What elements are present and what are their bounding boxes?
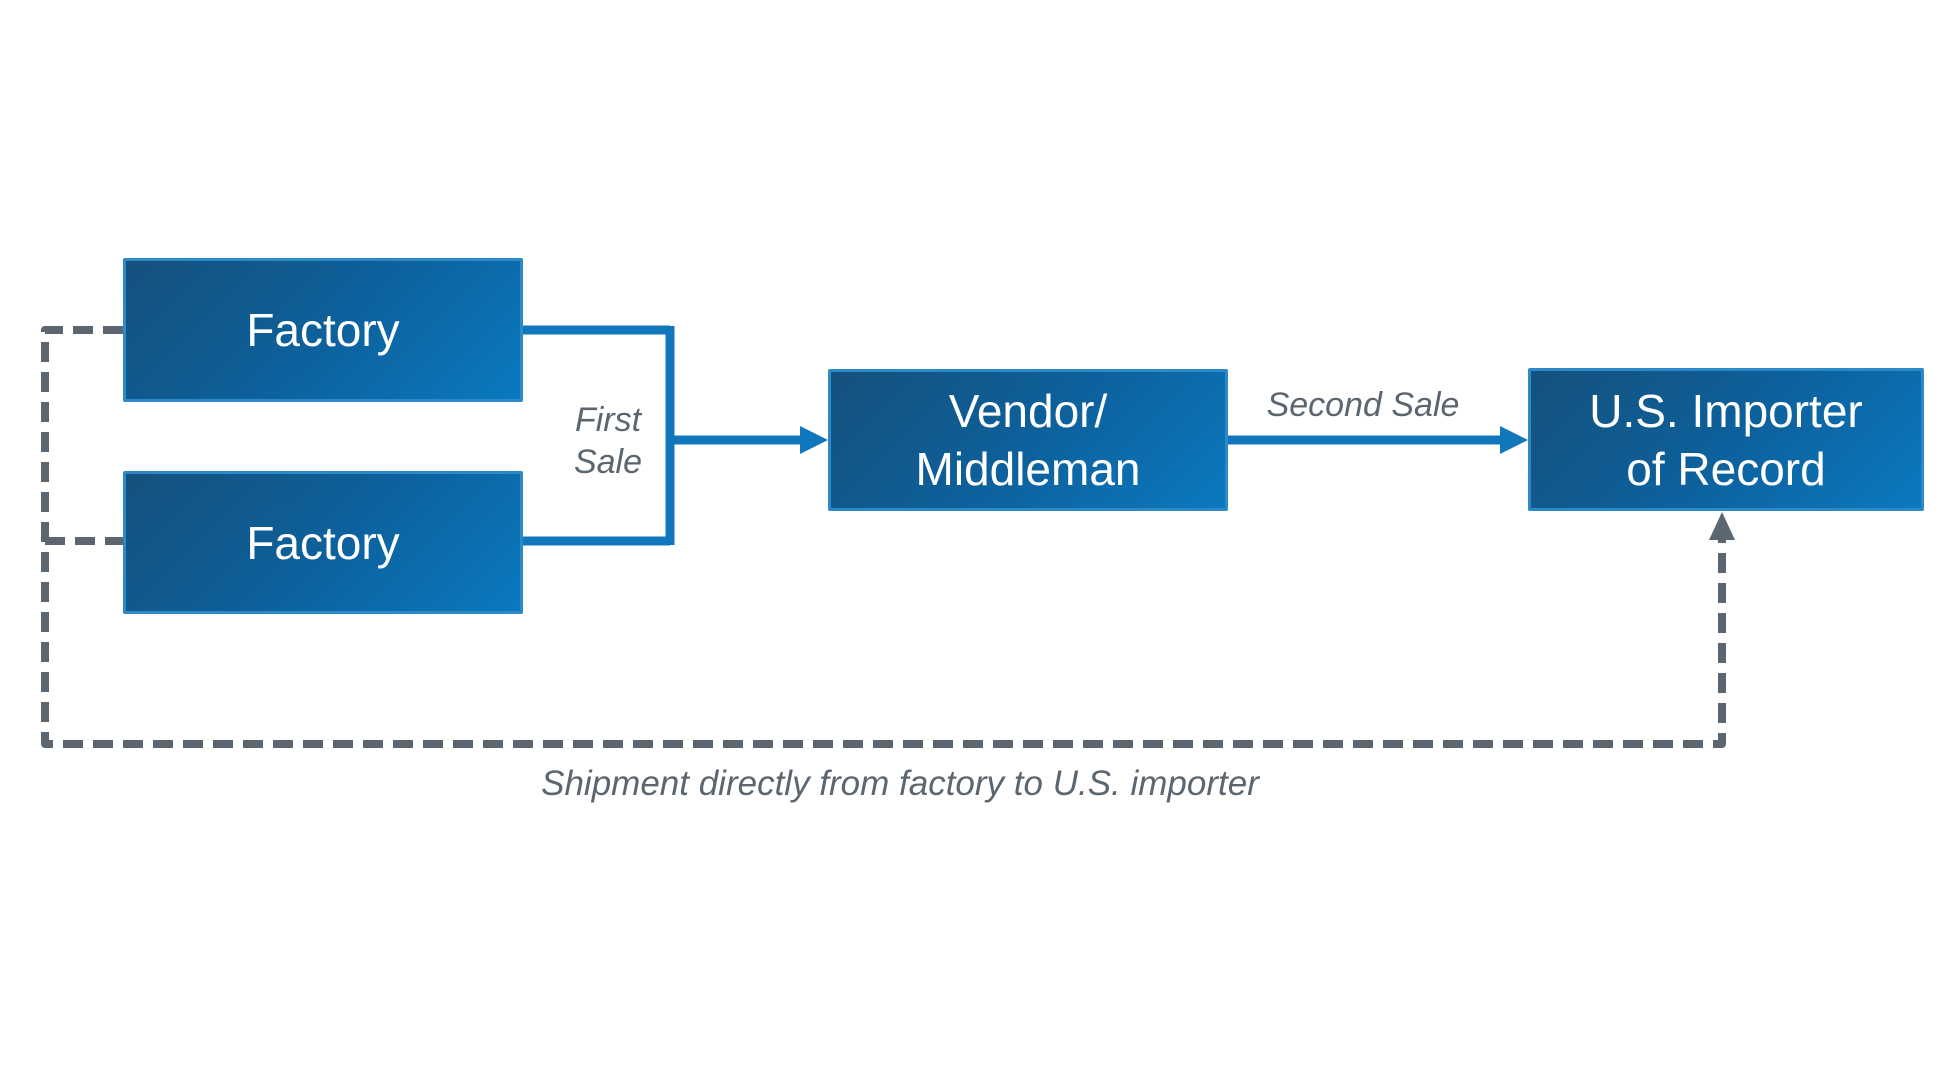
second-sale-arrowhead-icon bbox=[1500, 426, 1528, 454]
node-importer-label-line1: U.S. Importer bbox=[1589, 384, 1863, 437]
shipment-caption: Shipment directly from factory to U.S. i… bbox=[541, 764, 1259, 803]
node-factory-bottom-label: Factory bbox=[246, 516, 400, 569]
first-sale-label: First Sale bbox=[518, 399, 698, 483]
node-vendor-label-line1: Vendor/ bbox=[948, 385, 1108, 437]
first-sale-arrowhead-icon bbox=[800, 426, 828, 454]
node-factory-bottom: Factory bbox=[123, 471, 523, 614]
shipment-dashed-route bbox=[41, 326, 1726, 748]
node-vendor-middleman: Vendor/ Middleman bbox=[828, 369, 1228, 511]
node-us-importer: U.S. Importer of Record bbox=[1528, 368, 1924, 511]
first-sale-label-line1: First bbox=[574, 401, 642, 439]
node-factory-top: Factory bbox=[123, 258, 523, 402]
first-sale-label-line2: Sale bbox=[573, 443, 643, 481]
second-sale-label: Second Sale bbox=[1266, 386, 1460, 424]
shipment-arrowhead-icon bbox=[1709, 512, 1735, 540]
node-factory-top-label: Factory bbox=[246, 304, 400, 356]
node-vendor-label-line2: Middleman bbox=[915, 443, 1141, 495]
node-importer-label-line2: of Record bbox=[1626, 442, 1826, 495]
